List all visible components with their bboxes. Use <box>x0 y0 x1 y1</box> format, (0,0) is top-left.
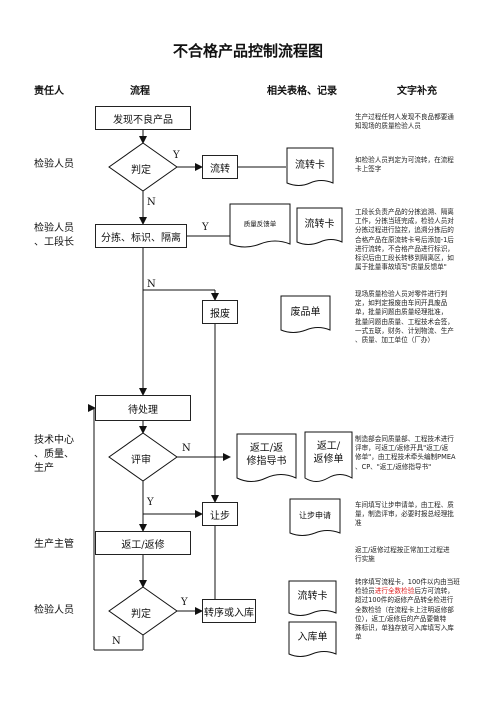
resp-inspector-2: 检验人员 <box>34 605 74 616</box>
branch-y-4: Y <box>181 597 188 608</box>
note-4: 现场质量检验人员对零件进行判 定，如判定报废由车间开具废品 单，批量问题由质量经… <box>355 290 454 345</box>
header-process: 流程 <box>130 86 150 97</box>
process-scrap: 报废 <box>202 300 238 324</box>
doc-quality-feedback <box>229 203 291 248</box>
branch-n-2: N <box>147 279 156 290</box>
process-pending: 待处理 <box>95 395 191 421</box>
note-8-part-b: 后方可流转， 超过100件的返修产品转全检进行 全数检验（在流程卡上注明返修部 … <box>355 587 454 642</box>
branch-y-1: Y <box>173 150 180 161</box>
header-forms: 相关表格、记录 <box>267 86 337 97</box>
branch-y-3: Y <box>147 497 154 508</box>
note-2: 如检验人员判定为可流转，在流程 卡上签字 <box>355 156 454 174</box>
process-concession: 让步 <box>202 502 238 526</box>
process-flow: 流转 <box>202 155 238 179</box>
form-store: 入库单 <box>297 631 328 643</box>
judge-diamond-2 <box>108 586 178 636</box>
resp-inspector-foreman: 检验人员 、工段长 <box>34 223 74 248</box>
process-transfer-store: 转序或入库 <box>202 599 256 623</box>
resp-inspector-1: 检验人员 <box>34 159 74 170</box>
doc-concession-form <box>289 498 341 536</box>
resp-production-manager: 生产主管 <box>34 539 74 550</box>
doc-flow-card-2 <box>296 207 343 245</box>
review-diamond <box>108 432 178 482</box>
doc-flow-card-1 <box>286 147 334 186</box>
branch-n-3: N <box>182 443 191 454</box>
judge-diamond-1 <box>108 142 178 192</box>
note-8: 转序填写流程卡，100件以内由当班 检验员进行全数检验后方可流转， 超过100件… <box>355 578 460 642</box>
form-flow-card-2: 流转卡 <box>304 218 335 230</box>
doc-flow-card-3 <box>288 580 337 616</box>
note-5: 制造部会同质量部、工程技术进行 评审，可返工/返修开具"返工/返 修单"，由工程… <box>355 435 456 471</box>
doc-store-form <box>288 621 337 657</box>
form-rework: 返工/ 返修单 <box>313 441 344 465</box>
process-rework: 返工/返修 <box>95 531 191 555</box>
branch-y-2: Y <box>202 222 209 233</box>
form-scrap: 废品单 <box>290 306 321 318</box>
note-8-part-a: 转序填写流程卡，100件以内由当班 检验员 <box>355 578 460 596</box>
doc-rework-guide <box>236 433 297 482</box>
process-judge-2: 判定 <box>131 609 151 620</box>
note-3: 工段长负责产品的分拣追溯、隔离 工作，分拣当班完成，检验人员对 分拣过程进行监控… <box>355 208 454 272</box>
doc-scrap-form <box>280 295 331 333</box>
branch-n-1: N <box>147 197 156 208</box>
form-quality-feedback: 质量反馈单 <box>243 219 277 228</box>
form-rework-guide: 返工/返 修指导书 <box>246 443 287 467</box>
process-judge-1: 判定 <box>131 165 151 176</box>
process-review: 评审 <box>131 455 151 466</box>
process-sort-mark-isolate: 分拣、标识、隔离 <box>95 224 187 248</box>
doc-rework-form <box>304 431 353 482</box>
branch-n-4: N <box>112 636 121 647</box>
note-7: 返工/返修过程按正常加工过程进 行实施 <box>355 546 450 564</box>
note-6: 车间填写让步申请单，由工程、质 量，制造评审，必要时报总经理批 准 <box>355 501 454 528</box>
note-8-highlight: 进行全数检验 <box>374 587 415 596</box>
header-notes: 文字补充 <box>397 86 437 97</box>
form-concession: 让步申请 <box>299 510 331 520</box>
page-title: 不合格产品控制流程图 <box>172 42 323 60</box>
form-flow-card-3: 流转卡 <box>297 590 328 602</box>
form-flow-card-1: 流转卡 <box>295 159 325 171</box>
note-1: 生产过程任何人发现不良品都要通 知现场的质量检验人员 <box>355 113 454 131</box>
process-find-defect: 发现不良产品 <box>95 106 191 130</box>
header-responsible: 责任人 <box>34 86 64 97</box>
resp-tech-quality-prod: 技术中心 、质量、 生产 <box>34 435 74 474</box>
